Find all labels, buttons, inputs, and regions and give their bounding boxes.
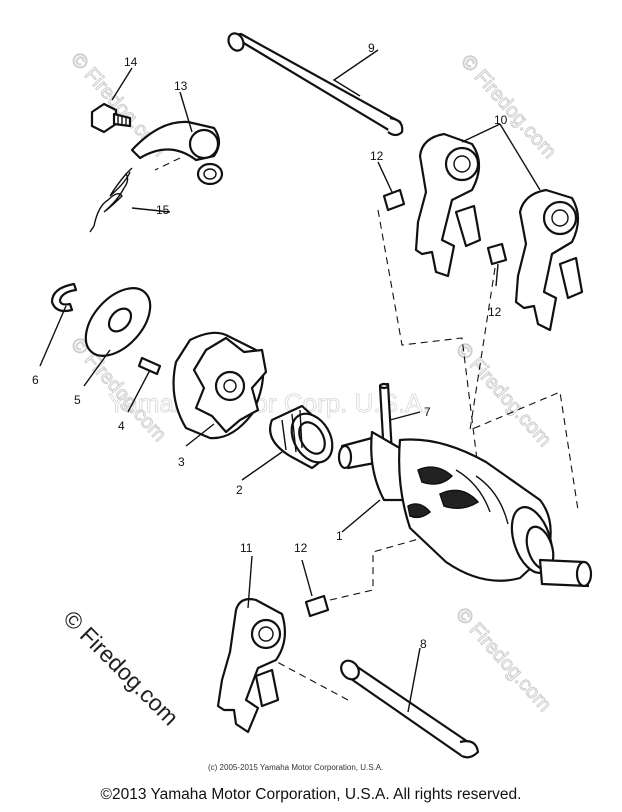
part-3-segment [172, 331, 268, 440]
callout-6: 6 [32, 373, 39, 387]
callout-5: 5 [74, 393, 81, 407]
callout-3: 3 [178, 455, 185, 469]
callout-10: 10 [494, 113, 508, 127]
watermark-firedog: © Firedog.com [451, 339, 555, 451]
part-14-bolt [90, 102, 132, 134]
part-1-shift-cam [337, 430, 593, 588]
callout-12-top: 12 [370, 149, 384, 163]
callout-12-right: 12 [488, 305, 502, 319]
diagram-copyright: (c) 2005-2015 Yamaha Motor Corporation, … [208, 763, 383, 772]
part-8-guide-bar [340, 659, 480, 759]
callout-12-bottom: 12 [294, 541, 308, 555]
alignment-lines [154, 157, 579, 701]
part-13-stopper-lever [130, 120, 224, 186]
part-10-shift-forks [414, 132, 584, 332]
watermark-firedog: © Firedog.com [451, 604, 555, 716]
firedog-logo-watermark: © Firedog.com [58, 605, 183, 730]
part-2-bearing [269, 404, 334, 470]
callout-11: 11 [240, 541, 253, 555]
firedog-logo-text: © Firedog.com [58, 605, 183, 730]
callout-9: 9 [368, 41, 375, 55]
part-11-shift-fork [216, 598, 287, 734]
part-12-pins [304, 188, 508, 618]
leader-lines [39, 49, 541, 713]
callout-labels: 1 2 3 4 5 6 7 8 9 10 11 12 12 12 13 14 1… [32, 41, 508, 651]
callout-1: 1 [336, 529, 343, 543]
callout-8: 8 [420, 637, 427, 651]
part-4-pin [137, 356, 162, 376]
part-15-spring [89, 167, 133, 233]
part-5-washer [84, 287, 152, 357]
callout-14: 14 [124, 55, 138, 69]
part-6-circlip [50, 282, 78, 313]
part-9-guide-bar [227, 32, 404, 137]
watermark-yamaha: Yamaha Motor Corp. U.S.A. [108, 388, 430, 418]
callout-4: 4 [118, 419, 125, 433]
callout-7: 7 [424, 405, 431, 419]
callout-2: 2 [236, 483, 243, 497]
callout-15: 15 [156, 203, 170, 217]
callout-13: 13 [174, 79, 188, 93]
footer-copyright: ©2013 Yamaha Motor Corporation, U.S.A. A… [100, 786, 522, 803]
